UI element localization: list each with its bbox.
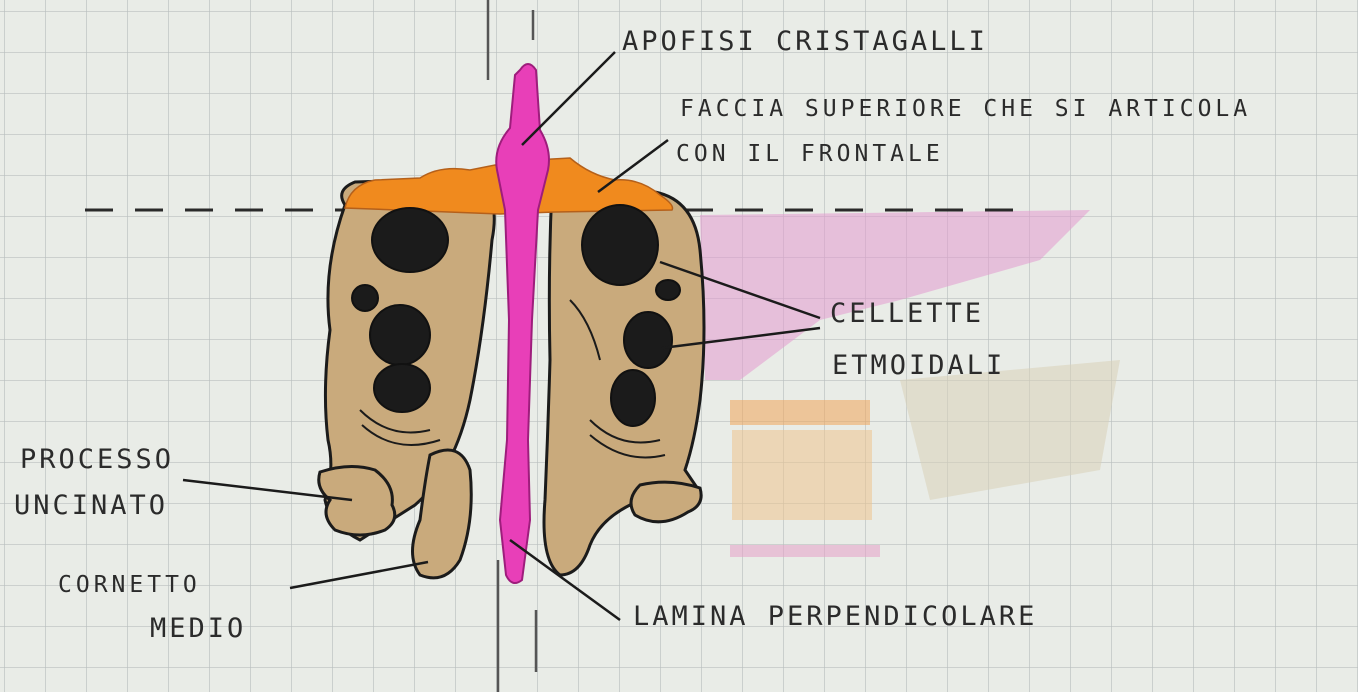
label-cells-line1: CELLETTE bbox=[830, 300, 984, 327]
label-middle-concha-line2: MEDIO bbox=[150, 615, 246, 642]
label-perpendicular-plate: LAMINA PERPENDICOLARE bbox=[633, 603, 1037, 630]
label-crista-galli: APOFISI CRISTAGALLI bbox=[622, 28, 988, 55]
label-upper-face-line2: CON IL FRONTALE bbox=[676, 143, 944, 166]
label-uncinate-line1: PROCESSO bbox=[20, 446, 174, 473]
label-upper-face-line1: FACCIA SUPERIORE CHE SI ARTICOLA bbox=[680, 98, 1251, 121]
left-uncinate-process bbox=[319, 466, 395, 535]
label-uncinate-line2: UNCINATO bbox=[14, 492, 168, 519]
label-middle-concha-line1: CORNETTO bbox=[58, 574, 201, 597]
label-cells-line2: ETMOIDALI bbox=[832, 352, 1005, 379]
